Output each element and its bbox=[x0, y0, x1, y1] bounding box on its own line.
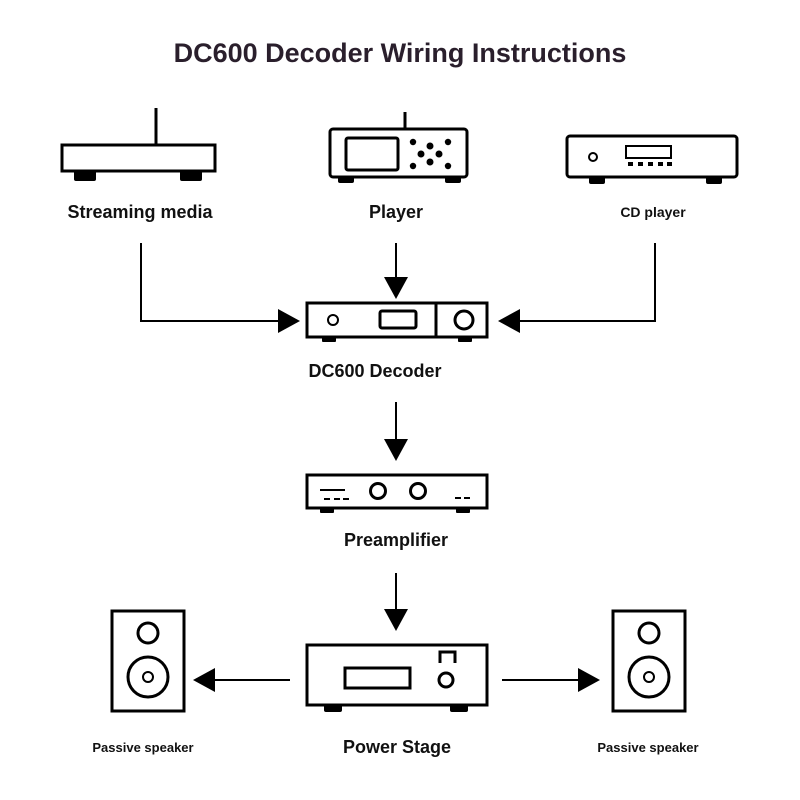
speaker-icon bbox=[110, 609, 186, 713]
connector-streaming-to-decoder bbox=[140, 243, 300, 333]
connector-power-to-left-speaker bbox=[193, 668, 290, 692]
decoder-icon bbox=[305, 301, 489, 342]
passive-speaker-left-label: Passive speaker bbox=[92, 740, 193, 755]
connector-player-to-decoder bbox=[384, 243, 408, 299]
connector-cd-to-decoder bbox=[498, 243, 656, 333]
connector-decoder-to-preamp bbox=[384, 402, 408, 461]
preamplifier-icon bbox=[305, 473, 489, 513]
streaming-media-label: Streaming media bbox=[67, 202, 213, 222]
connector-power-to-right-speaker bbox=[502, 668, 600, 692]
media-player-icon bbox=[328, 112, 469, 183]
player-label: Player bbox=[369, 202, 423, 222]
preamplifier-label: Preamplifier bbox=[344, 530, 448, 550]
connector-preamp-to-power bbox=[384, 573, 408, 631]
cd-player-icon bbox=[565, 134, 739, 184]
speaker-icon bbox=[611, 609, 687, 713]
decoder-label: DC600 Decoder bbox=[308, 361, 441, 381]
cd-player-label: CD player bbox=[620, 204, 686, 220]
power-amplifier-icon bbox=[305, 643, 489, 712]
power-stage-label: Power Stage bbox=[343, 737, 451, 757]
diagram-title: DC600 Decoder Wiring Instructions bbox=[174, 38, 627, 68]
router-icon bbox=[60, 108, 217, 181]
passive-speaker-right-label: Passive speaker bbox=[597, 740, 698, 755]
